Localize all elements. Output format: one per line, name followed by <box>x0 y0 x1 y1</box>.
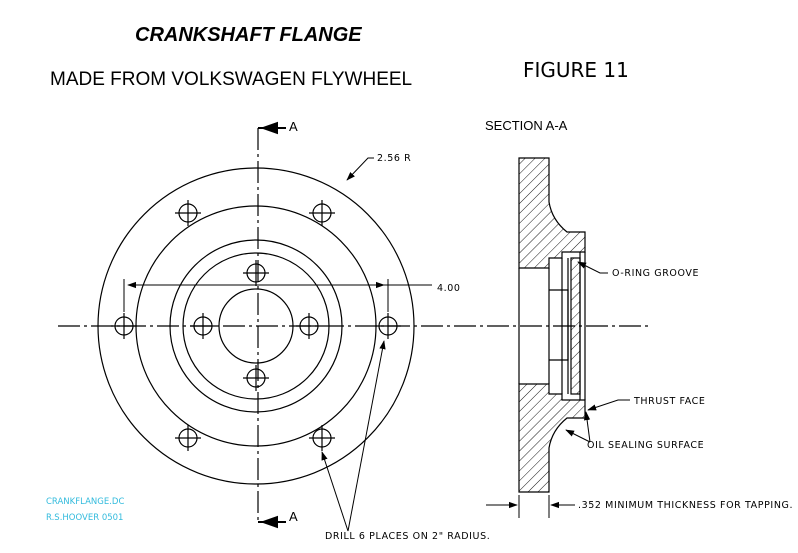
outer-hole <box>309 425 335 451</box>
drawing-subtitle: MADE FROM VOLKSWAGEN FLYWHEEL <box>50 69 412 90</box>
drill-callout: DRILL 6 PLACES ON 2" RADIUS. <box>325 531 490 542</box>
oring-groove-callout: O-RING GROOVE <box>612 268 699 279</box>
figure-label: FIGURE 11 <box>523 58 629 82</box>
inner-hole <box>243 365 269 391</box>
inner-hole <box>296 313 322 339</box>
drill-leaders <box>321 340 386 532</box>
outer-hole <box>175 200 201 226</box>
file-name: CRANKFLANGE.DC <box>46 497 124 507</box>
thrust-face-callout: THRUST FACE <box>633 396 706 407</box>
min-thickness-dimension <box>486 495 575 518</box>
diameter-dimension-text: 4.00 <box>437 283 461 294</box>
oil-sealing-callout: OIL SEALING SURFACE <box>587 440 704 451</box>
outer-hole <box>309 200 335 226</box>
min-thickness-callout: .352 MINIMUM THICKNESS FOR TAPPING. <box>578 500 793 511</box>
outer-hole <box>175 425 201 451</box>
section-label: SECTION A-A <box>485 118 568 133</box>
drawing-title: CRANKSHAFT FLANGE <box>135 24 362 46</box>
radius-dimension-text: 2.56 R <box>377 153 411 164</box>
section-leaders <box>565 261 630 443</box>
outer-hole <box>375 313 401 339</box>
outer-hole <box>111 313 137 339</box>
dimension-diameter <box>123 279 432 312</box>
inner-hole <box>243 260 269 286</box>
radius-leader <box>346 157 374 181</box>
inner-hole <box>190 313 216 339</box>
section-mark-top-letter: A <box>289 119 298 134</box>
oring-groove-section <box>570 257 581 395</box>
holes <box>111 200 401 451</box>
section-mark-bottom-letter: A <box>289 509 298 524</box>
section-view <box>518 157 586 493</box>
front-view <box>58 128 652 523</box>
file-author: R.S.HOOVER 0501 <box>46 513 123 523</box>
upper-flange-section <box>518 157 586 269</box>
lower-flange-section <box>518 383 586 493</box>
